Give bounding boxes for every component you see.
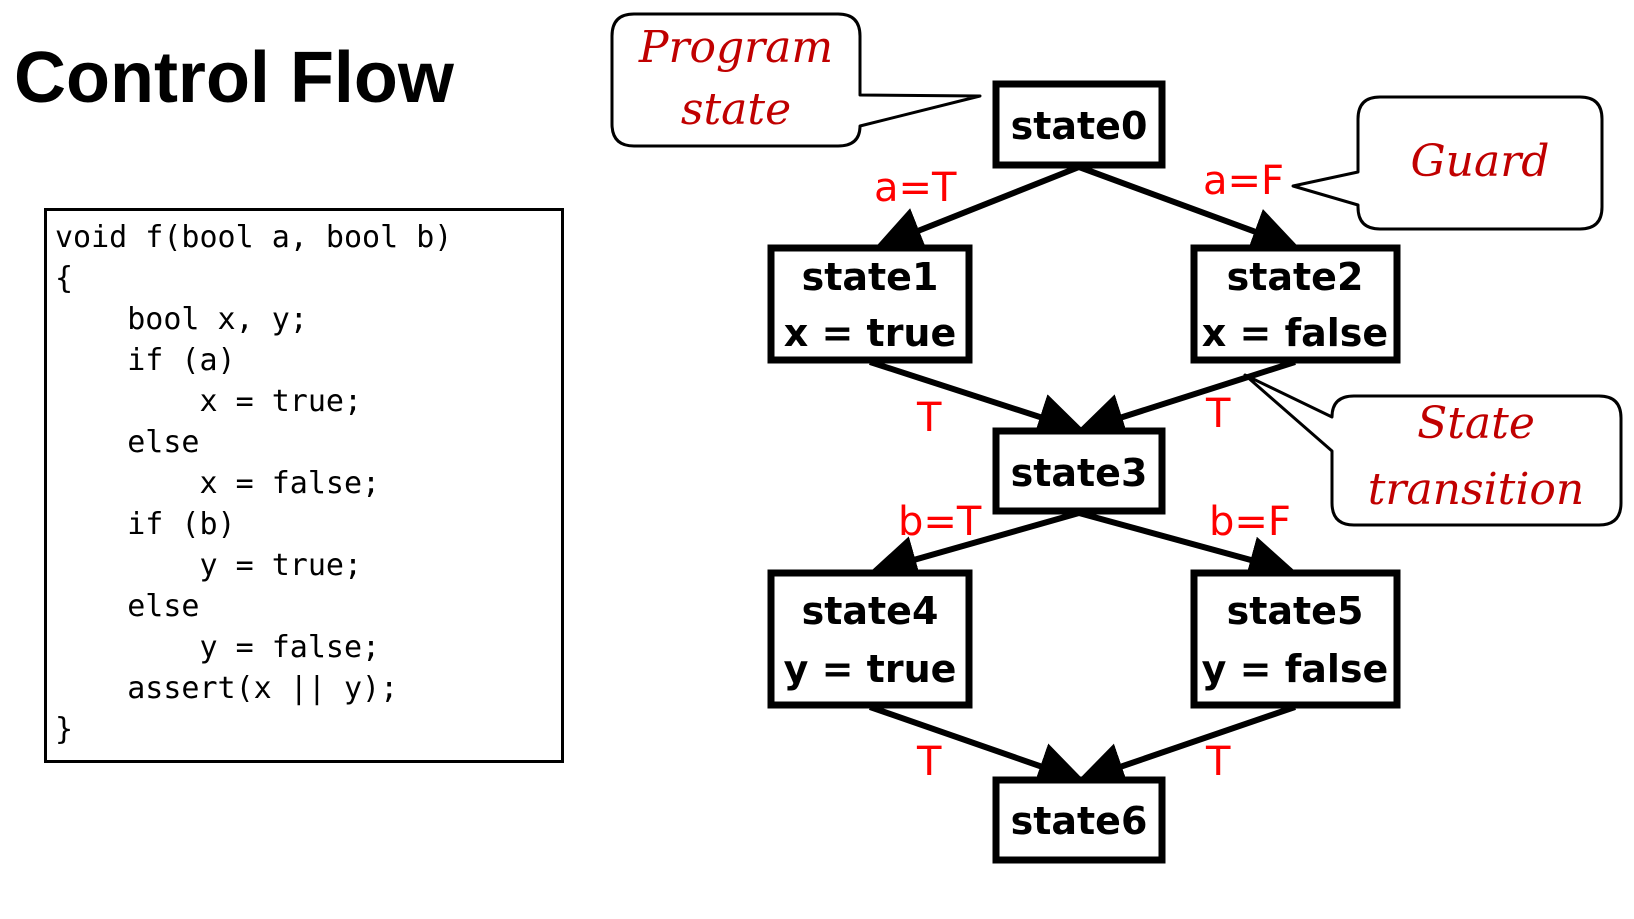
state-name: state3 — [1011, 451, 1148, 495]
code-line: assert(x || y); — [55, 671, 399, 706]
callout-guard: Guard — [1291, 95, 1604, 231]
code-line: x = true; — [55, 384, 363, 419]
code-listing: void f(bool a, bool b) { bool x, y; if (… — [44, 208, 564, 763]
callout-program-state-line1: Program — [638, 22, 833, 73]
state-box-state6: state6 — [992, 776, 1166, 864]
code-line: if (b) — [55, 507, 236, 542]
state-box-state3: state3 — [992, 427, 1166, 515]
edge-label-b-false: b=F — [1209, 499, 1291, 545]
code-line: y = false; — [55, 630, 381, 665]
edge-state4-state6 — [869, 704, 1086, 789]
code-line: } — [55, 712, 74, 747]
edge-label-t-1-3: T — [916, 395, 942, 441]
state-value: x = false — [1202, 311, 1388, 355]
code-line: x = false; — [55, 466, 381, 501]
state-name: state4 — [802, 589, 939, 633]
code-line: y = true; — [55, 548, 363, 583]
edge-state0-state2 — [1077, 164, 1300, 255]
code-line: { — [55, 261, 74, 296]
state-box-state2: state2 x = false — [1190, 244, 1401, 364]
state-name: state6 — [1011, 799, 1148, 843]
code-line: else — [55, 425, 200, 460]
callout-program-state-line2: state — [681, 84, 791, 135]
edge-state2-state3 — [1076, 359, 1296, 441]
callout-state-transition-line1: State — [1417, 398, 1535, 449]
code-line: else — [55, 589, 200, 624]
callout-state-transition: State transition — [1243, 373, 1623, 527]
state-box-state4: state4 y = true — [767, 569, 973, 709]
callout-guard-line1: Guard — [1411, 136, 1550, 187]
edges — [869, 164, 1300, 790]
page-title: Control Flow — [14, 38, 454, 118]
state-value: y = false — [1202, 647, 1389, 691]
state-name: state0 — [1011, 104, 1148, 148]
edge-state1-state3 — [869, 359, 1086, 440]
state-name: state5 — [1227, 589, 1364, 633]
edge-label-t-5-6: T — [1205, 739, 1231, 785]
state-box-state0: state0 — [992, 80, 1166, 169]
edge-label-t-2-3: T — [1205, 391, 1231, 437]
edge-label-a-false: a=F — [1203, 158, 1284, 204]
edge-label-b-true: b=T — [898, 499, 982, 545]
state-value: y = true — [784, 647, 957, 691]
callout-state-transition-line2: transition — [1368, 464, 1585, 515]
callout-program-state: Program state — [610, 12, 982, 148]
edge-label-a-true: a=T — [874, 165, 957, 211]
code-line: bool x, y; — [55, 302, 308, 337]
state-box-state1: state1 x = true — [767, 244, 973, 364]
edge-state0-state1 — [874, 164, 1081, 253]
state-box-state5: state5 y = false — [1190, 569, 1401, 709]
code-lines: void f(bool a, bool b) { bool x, y; if (… — [55, 217, 452, 750]
edge-state3-state5 — [1078, 510, 1297, 584]
state-value: x = true — [784, 311, 957, 355]
state-name: state1 — [802, 255, 939, 299]
edge-label-t-4-6: T — [916, 739, 942, 785]
edge-state3-state4 — [869, 510, 1080, 583]
state-name: state2 — [1227, 255, 1364, 299]
code-line: if (a) — [55, 343, 236, 378]
code-line: void f(bool a, bool b) — [55, 220, 453, 255]
edge-state5-state6 — [1076, 704, 1296, 790]
